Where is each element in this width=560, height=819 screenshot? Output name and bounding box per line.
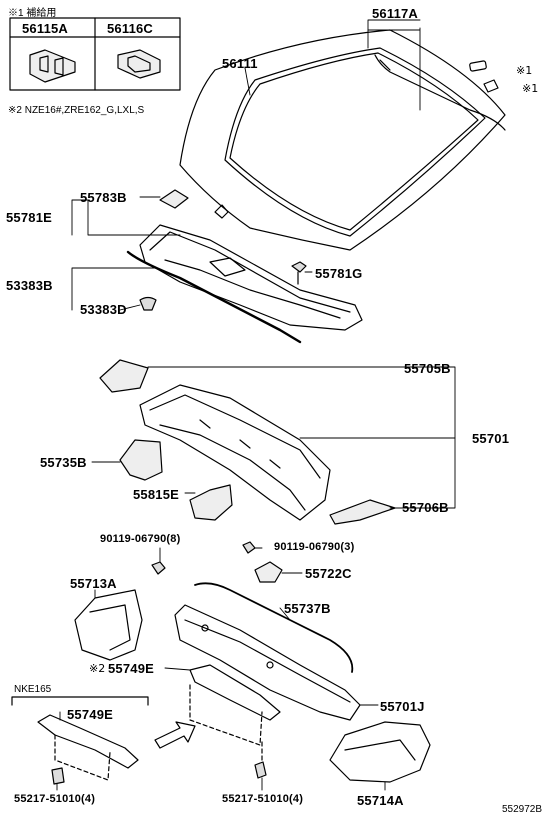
bolts-90119 (151, 541, 256, 575)
note-supply-part: ※1 補給用 (8, 8, 57, 19)
clip-53383d (139, 296, 157, 311)
clip-55781g (291, 261, 307, 285)
nke165-box (11, 696, 149, 706)
label-55722c: 55722C (305, 566, 352, 581)
weatherstrip-drawing (374, 54, 506, 131)
label-55217-51010-right: 55217-51010(4) (222, 793, 304, 805)
cowl-seal (126, 250, 302, 344)
label-55701: 55701 (472, 431, 510, 446)
label-55714a: 55714A (357, 793, 404, 808)
note-mark-1b: ※1 (522, 82, 539, 95)
bracket-55815e (189, 484, 233, 521)
cowl-top-panel (139, 189, 363, 331)
label-55737b: 55737B (284, 601, 331, 616)
clip-56116c-drawing (117, 49, 161, 79)
note-mark-1a: ※1 (516, 64, 533, 77)
cowl-panel (139, 384, 331, 521)
label-55749e-bottom: 55749E (67, 707, 114, 722)
bracket-55722c (254, 561, 283, 583)
label-nke165: NKE165 (14, 684, 52, 695)
brace-55749e-bottom (37, 714, 139, 785)
label-55781e: 55781E (6, 210, 53, 225)
label-53383d: 53383D (80, 302, 127, 317)
label-56115a: 56115A (22, 21, 69, 36)
side-panel-left (74, 589, 143, 661)
label-53383b: 53383B (6, 278, 53, 293)
label-55217-51010-left: 55217-51010(4) (14, 793, 96, 805)
side-panel-right (329, 721, 431, 783)
clip-56115a-drawing (29, 49, 76, 83)
label-55781g: 55781G (315, 266, 363, 281)
bracket-55706b (329, 499, 396, 525)
bracket-55735b (119, 439, 163, 481)
note-model-codes: ※2 NZE16#,ZRE162_G,LXL,S (8, 105, 145, 116)
label-56111: 56111 (222, 56, 258, 71)
diagram-code: 552972B (502, 804, 543, 815)
bracket-55705b (99, 359, 149, 393)
accessory-box (9, 17, 181, 91)
label-55783b: 55783B (80, 190, 127, 205)
label-56117a: 56117A (372, 6, 419, 21)
lower-cowl-panel (174, 604, 361, 721)
label-90119-06790-3: 90119-06790(3) (274, 541, 355, 553)
label-90119-06790-8: 90119-06790(8) (100, 533, 181, 545)
label-55701j: 55701J (380, 699, 425, 714)
label-55749e-top: 55749E (108, 661, 155, 676)
label-55705b: 55705B (404, 361, 451, 376)
windshield-glass (179, 29, 506, 251)
leader-lines (56, 19, 456, 791)
direction-arrow (154, 721, 196, 749)
label-55706b: 55706B (402, 500, 449, 515)
brace-55749e-top (189, 664, 281, 746)
note-mark-2: ※2 (89, 662, 106, 675)
label-56116c: 56116C (107, 21, 154, 36)
label-55735b: 55735B (40, 455, 87, 470)
label-55815e: 55815E (133, 487, 180, 502)
label-55713a: 55713A (70, 576, 117, 591)
clip-55217 (254, 739, 267, 779)
